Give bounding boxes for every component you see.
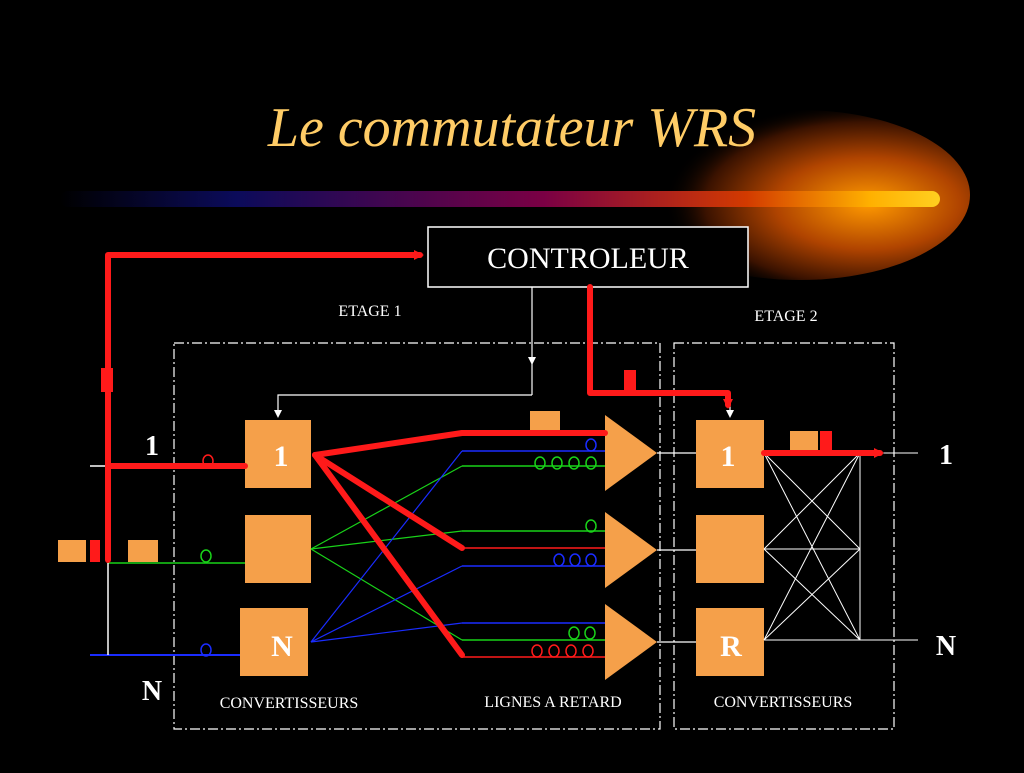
converter-block-out-1: 1 xyxy=(696,420,764,488)
decorative-band xyxy=(60,191,940,207)
port-out-bottom-label: N xyxy=(936,631,956,662)
combiner-1 xyxy=(605,415,657,491)
packet-input-a xyxy=(58,540,86,562)
stage-links xyxy=(657,452,696,643)
stage2-frame xyxy=(673,342,895,730)
fanout-wires xyxy=(310,450,463,643)
controller-box: CONTROLEUR xyxy=(427,226,749,288)
packet-delay xyxy=(530,411,560,431)
converter-block-out-r: R xyxy=(696,608,764,676)
converter-block-in-2 xyxy=(245,515,311,583)
port-in-bottom-label: N xyxy=(142,676,162,707)
converter-block-in-n: N xyxy=(240,608,308,676)
output-crossbar xyxy=(763,452,918,641)
combiner-triangles xyxy=(605,415,657,680)
input-rails xyxy=(90,465,245,656)
stage1-frame xyxy=(173,342,661,730)
packets xyxy=(58,368,832,562)
controller-label: CONTROLEUR xyxy=(487,242,689,275)
caption-delay-lines: LIGNES A RETARD xyxy=(484,694,621,711)
packet-output-a xyxy=(790,431,818,451)
input-markers xyxy=(200,454,214,657)
control-wires xyxy=(274,287,734,418)
packet-header-right xyxy=(624,370,636,394)
svg-text:1: 1 xyxy=(721,440,736,473)
combiner-3 xyxy=(605,604,657,680)
delay-coils xyxy=(531,438,597,658)
delay-lines xyxy=(462,450,605,658)
highlighted-path xyxy=(105,250,884,658)
converter-block-out-2 xyxy=(696,515,764,583)
slide-title: Le commutateur WRS xyxy=(267,97,757,159)
svg-text:1: 1 xyxy=(274,440,289,473)
stage1-label: ETAGE 1 xyxy=(338,303,401,320)
port-in-top-label: 1 xyxy=(145,431,159,462)
packet-input-b xyxy=(90,540,100,562)
port-out-top-label: 1 xyxy=(939,440,953,471)
caption-converters-left: CONVERTISSEURS xyxy=(220,695,359,712)
packet-output-b xyxy=(820,431,832,451)
converter-block-in-1: 1 xyxy=(245,420,311,488)
caption-converters-right: CONVERTISSEURS xyxy=(714,694,853,711)
combiner-2 xyxy=(605,512,657,588)
stage2-label: ETAGE 2 xyxy=(754,308,817,325)
packet-input-c xyxy=(128,540,158,562)
svg-text:N: N xyxy=(271,630,293,663)
svg-text:R: R xyxy=(720,630,742,663)
